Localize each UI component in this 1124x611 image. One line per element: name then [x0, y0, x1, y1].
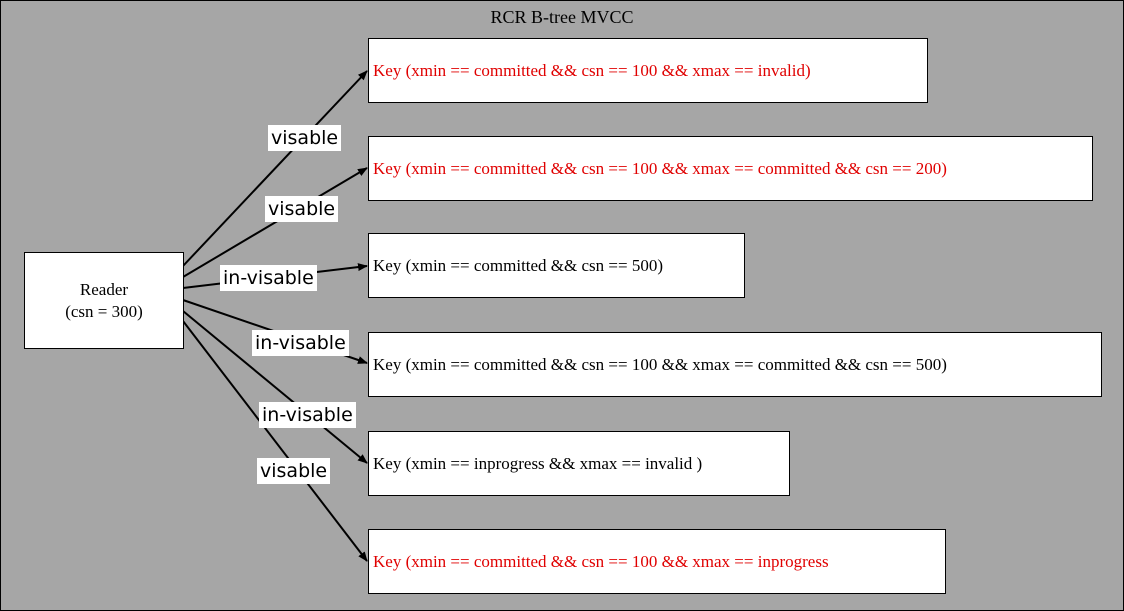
reader-node: Reader (csn = 300) — [24, 252, 184, 349]
edge-arrow-2 — [182, 167, 368, 278]
edge-label-1: visable — [268, 125, 342, 151]
key-node-3: Key (xmin == committed && csn == 500) — [368, 233, 745, 298]
key-node-5: Key (xmin == inprogress && xmax == inval… — [368, 431, 790, 496]
edge-label-6: visable — [257, 458, 331, 484]
edge-label-3: in-visable — [220, 265, 317, 291]
reader-name: Reader — [79, 279, 129, 299]
edge-arrow-5 — [182, 310, 368, 464]
edge-label-5: in-visable — [259, 402, 356, 428]
edge-arrow-6 — [182, 320, 368, 562]
reader-csn: (csn = 300) — [65, 301, 143, 321]
edge-arrow-1 — [182, 70, 368, 267]
edge-label-4: in-visable — [252, 330, 349, 356]
key-node-6: Key (xmin == committed && csn == 100 && … — [368, 529, 946, 594]
edge-label-2: visable — [265, 196, 339, 222]
diagram-title: RCR B-tree MVCC — [490, 7, 634, 27]
key-node-2: Key (xmin == committed && csn == 100 && … — [368, 136, 1093, 201]
key-node-1: Key (xmin == committed && csn == 100 && … — [368, 38, 928, 103]
key-node-4: Key (xmin == committed && csn == 100 && … — [368, 332, 1102, 397]
